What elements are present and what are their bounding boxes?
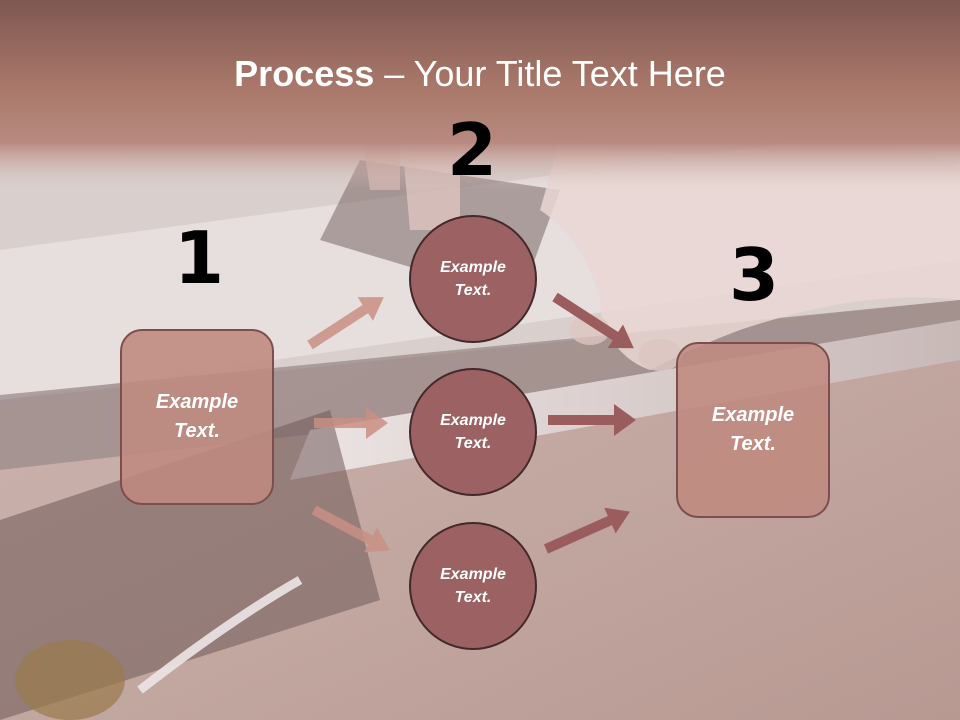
step-2-number: 2 [446,108,498,192]
arrow-bottom-to-3 [543,507,631,554]
circle-text: Example Text. [440,412,506,452]
arrow-1-to-bottom [311,505,390,553]
step-3-text: Example Text. [711,404,795,455]
step-3-box: Example Text. [676,342,830,518]
title-rest: – Your Title Text Here [374,53,726,94]
arrow-1-to-middle [314,407,388,439]
step-1-box: Example Text. [120,329,274,505]
arrow-middle-to-3 [548,404,636,436]
arrow-top-to-3 [552,292,634,349]
step-2-circle-bottom: Example Text. [409,522,537,650]
step-2-circle-top: Example Text. [409,215,537,343]
title-bold: Process [234,53,375,94]
circle-text: Example Text. [440,566,506,606]
step-1-number: 1 [173,216,225,300]
step-2-circle-middle: Example Text. [409,368,537,496]
arrow-1-to-top [307,297,384,350]
circle-text: Example Text. [440,259,506,299]
step-1-text: Example Text. [155,391,239,442]
slide-title: Process – Your Title Text Here [0,50,960,98]
step-3-number: 3 [728,233,780,317]
